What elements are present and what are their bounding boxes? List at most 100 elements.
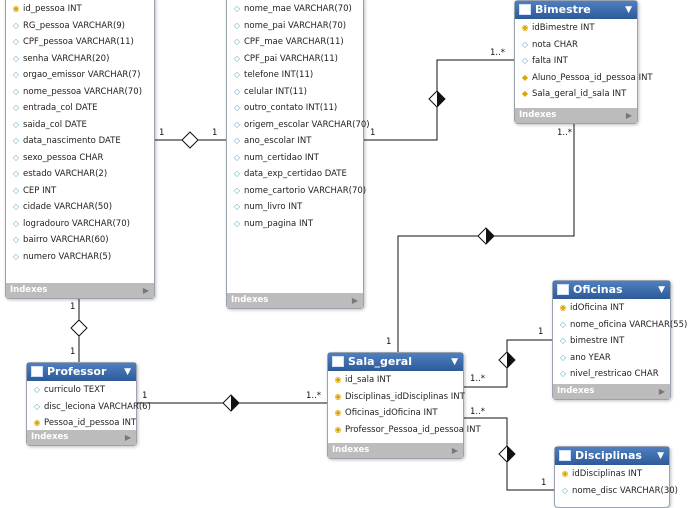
expand-arrow-icon[interactable]: ▶ [124,433,131,442]
field-row[interactable]: ◇celular INT(11) [227,84,363,101]
key-icon: ◉ [334,424,342,434]
column-icon: ◇ [233,4,241,13]
table-bimestre[interactable]: Bimestre▼ ◉idBimestre INT ◇nota CHAR ◇fa… [514,0,653,124]
field-label: Sala_geral_id_sala INT [532,89,627,99]
indexes-bar[interactable]: Indexes▶ [227,293,363,308]
table-header[interactable]: Oficinas▼ [553,281,670,299]
field-row[interactable]: ◉idDisciplinas INT [555,466,669,483]
indexes-bar[interactable]: Indexes ▶ [27,430,136,445]
field-row[interactable]: ◇origem_escolar VARCHAR(70) [227,117,370,134]
column-icon: ◇ [521,39,529,49]
field-label: CEP INT [23,185,57,196]
field-row[interactable]: ◇nota CHAR [515,37,637,54]
field-row[interactable]: ◇nome_mae VARCHAR(70) [227,1,363,18]
field-row[interactable]: ◇CEP INT [6,183,154,200]
field-label: telefone INT(11) [244,70,314,80]
table-oficinas[interactable]: Oficinas▼ ◉idOficina INT ◇nome_oficina V… [552,280,687,400]
field-label: nome_oficina VARCHAR(55) [570,319,688,330]
field-row[interactable]: ◆Aluno_Pessoa_id_pessoa INT [515,70,653,87]
field-row[interactable]: ◇CPF_mae VARCHAR(11) [227,34,363,51]
table-header[interactable]: Sala_geral▼ [328,353,463,371]
expand-arrow-icon[interactable]: ▶ [625,111,632,120]
field-row[interactable]: ◇nome_cartorio VARCHAR(70) [227,183,366,200]
indexes-bar[interactable]: Indexes▶ [515,108,637,123]
field-row[interactable]: ◉Pessoa_id_pessoa INT [27,415,137,432]
collapse-arrow-icon[interactable]: ▼ [657,451,664,461]
table-aluno[interactable]: ◇nome_mae VARCHAR(70) ◇nome_pai VARCHAR(… [226,0,370,309]
column-icon: ◇ [12,70,20,79]
field-row[interactable]: ◇bairro VARCHAR(60) [6,232,154,249]
column-icon: ◇ [233,37,241,46]
field-row[interactable]: ◇sexo_pessoa CHAR [6,150,154,167]
column-icon: ◇ [559,352,567,362]
expand-arrow-icon[interactable]: ▶ [658,387,665,396]
column-icon: ◇ [233,218,241,228]
foreign-key-icon: ◆ [521,89,529,98]
field-row[interactable]: ◆Sala_geral_id_sala INT [515,86,637,103]
field-row[interactable]: ◇outro_contato INT(11) [227,100,363,117]
table-header[interactable]: Professor▼ [27,363,136,381]
field-row[interactable]: ◇nome_oficina VARCHAR(55) [553,317,687,334]
collapse-arrow-icon[interactable]: ▼ [451,357,458,367]
field-row[interactable]: ◇logradouro VARCHAR(70) [6,216,154,233]
table-pessoa[interactable]: ◉id_pessoa INT ◇RG_pessoa VARCHAR(9) ◇CP… [5,0,155,299]
field-row[interactable]: ◇numero VARCHAR(5) [6,249,154,266]
field-row[interactable]: ◇curriculo TEXT [27,382,136,399]
field-row[interactable]: ◇bimestre INT [553,333,670,350]
field-row[interactable]: ◇estado VARCHAR(2) [6,166,154,183]
field-row[interactable]: ◇RG_pessoa VARCHAR(9) [6,18,154,35]
card-aluno-bimestre-many: 1..* [490,48,506,58]
field-row[interactable]: ◉id_sala INT [328,372,463,389]
table-disciplinas[interactable]: Disciplinas▼ ◉idDisciplinas INT ◇nome_di… [554,446,678,508]
field-row[interactable]: ◇num_pagina INT [227,216,363,233]
column-icon: ◇ [559,369,567,378]
field-row[interactable]: ◉idOficina INT [553,300,670,317]
field-row[interactable]: ◇falta INT [515,53,637,70]
field-row[interactable]: ◇num_livro INT [227,199,363,216]
indexes-bar[interactable]: Indexes▶ [6,283,154,298]
field-row[interactable]: ◇data_nascimento DATE [6,133,154,150]
column-icon: ◇ [233,152,241,162]
table-professor[interactable]: Professor▼ ◇curriculo TEXT ◇disc_leciona… [26,362,151,446]
table-header[interactable]: Bimestre▼ [515,1,637,19]
field-row[interactable]: ◇ano YEAR [553,350,670,367]
collapse-arrow-icon[interactable]: ▼ [124,367,131,377]
field-label: bimestre INT [570,336,625,346]
indexes-label: Indexes [31,432,69,442]
column-icon: ◇ [233,119,241,129]
field-row[interactable]: ◇nome_pessoa VARCHAR(70) [6,84,154,101]
field-row[interactable]: ◉Disciplinas_idDisciplinas INT [328,389,465,406]
field-row[interactable]: ◇disc_leciona VARCHAR(6) [27,399,151,416]
field-row[interactable]: ◇nome_pai VARCHAR(70) [227,18,363,35]
key-icon: ◉ [334,375,342,384]
indexes-bar[interactable]: Indexes▶ [553,384,670,399]
field-row[interactable]: ◇CPF_pessoa VARCHAR(11) [6,34,154,51]
field-row[interactable]: ◇nivel_restricao CHAR [553,366,670,383]
card-pessoa-prof-top: 1 [70,302,76,312]
field-row[interactable]: ◇CPF_pai VARCHAR(11) [227,51,363,68]
expand-arrow-icon[interactable]: ▶ [351,296,358,305]
field-row[interactable]: ◉id_pessoa INT [6,1,154,18]
field-row[interactable]: ◇nome_disc VARCHAR(30) [555,483,678,500]
field-row[interactable]: ◇telefone INT(11) [227,67,363,84]
field-row[interactable]: ◇cidade VARCHAR(50) [6,199,154,216]
field-row[interactable]: ◇ano_escolar INT [227,133,363,150]
field-row[interactable]: ◇senha VARCHAR(20) [6,51,154,68]
collapse-arrow-icon[interactable]: ▼ [625,5,632,15]
table-header[interactable]: Disciplinas▼ [555,447,669,465]
expand-arrow-icon[interactable]: ▶ [142,286,149,295]
collapse-arrow-icon[interactable]: ▼ [658,285,665,295]
indexes-bar[interactable]: Indexes▶ [328,443,463,458]
field-row[interactable]: ◇data_exp_certidao DATE [227,166,363,183]
field-row[interactable]: ◉Oficinas_idOficina INT [328,405,463,422]
field-row[interactable]: ◇orgao_emissor VARCHAR(7) [6,67,154,84]
field-row[interactable]: ◇saida_col DATE [6,117,154,134]
expand-arrow-icon[interactable]: ▶ [451,446,458,455]
field-row[interactable]: ◉Professor_Pessoa_id_pessoa INT [328,422,481,439]
field-row[interactable]: ◇num_certidao INT [227,150,363,167]
key-icon: ◉ [33,418,41,427]
field-row[interactable]: ◉idBimestre INT [515,20,637,37]
field-row[interactable]: ◇entrada_col DATE [6,100,154,117]
table-sala-geral[interactable]: Sala_geral▼ ◉id_sala INT ◉Disciplinas_id… [327,352,481,459]
